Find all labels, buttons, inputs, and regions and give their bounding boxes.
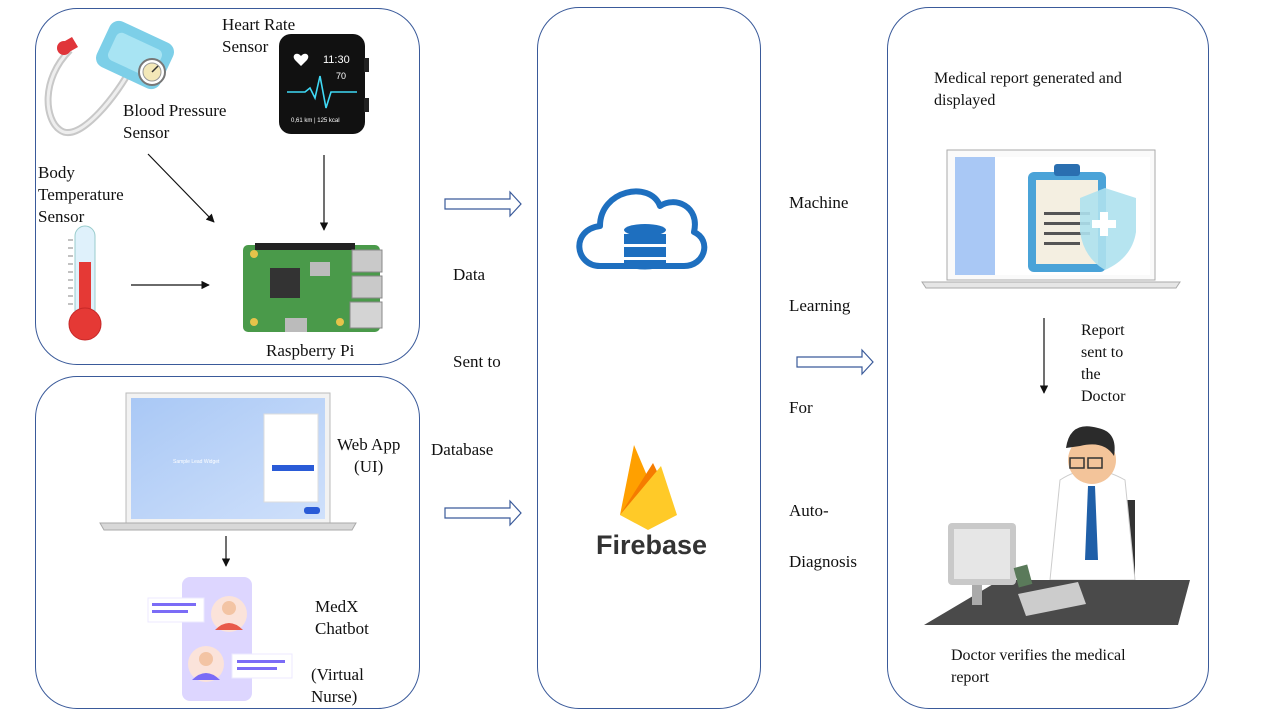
pi-to-database-arrow (444, 190, 522, 218)
chatbot-image (147, 577, 293, 701)
ml-flow-word-5: Diagnosis (789, 552, 857, 571)
firebase-label: Firebase (596, 530, 708, 560)
database-to-report-arrow (796, 348, 874, 376)
raspberry-pi-label: Raspberry Pi (266, 341, 355, 360)
chatbot-label: MedX Chatbot (315, 597, 369, 638)
report-sent-label: Report sent to the Doctor (1081, 322, 1126, 405)
watch-time: 11:30 (323, 54, 350, 66)
data-flow-word-3: Database (431, 440, 494, 459)
blood-pressure-sensor-image (44, 20, 174, 136)
ml-flow-word-2: Learning (789, 296, 851, 315)
thermometer-image (68, 225, 102, 341)
body-temperature-sensor-label: Body Temperature Sensor (38, 163, 124, 226)
watch-stats: 0,61 km | 125 kcal (291, 118, 340, 124)
virtual-nurse-label: (Virtual Nurse) (311, 665, 364, 706)
webapp-to-database-arrow (444, 499, 522, 527)
doctor-verifies-label: Doctor verifies the medical report (951, 647, 1126, 686)
ml-flow-word-3: For (789, 398, 813, 417)
heart-rate-sensor-image: 11:30 70 0,61 km | 125 kcal (279, 34, 369, 134)
webapp-screen-caption: Sample Lead Widget (173, 459, 220, 465)
database-panel (537, 7, 761, 709)
cloud-database-icon (576, 188, 708, 270)
data-flow-word-1: Data (453, 265, 486, 284)
webapp-laptop-image: Sample Lead Widget (99, 392, 357, 531)
firebase-icon (620, 445, 677, 530)
ml-flow-word-4: Auto- (789, 501, 829, 520)
doctor-image (924, 426, 1190, 625)
bp-to-pi-arrow (147, 153, 215, 223)
watch-bpm: 70 (336, 71, 346, 81)
blood-pressure-sensor-label: Blood Pressure Sensor (123, 101, 227, 142)
data-flow-word-2: Sent to (453, 352, 501, 371)
raspberry-pi-image (243, 243, 383, 332)
ml-flow-word-1: Machine (789, 193, 849, 212)
report-laptop-image (921, 149, 1181, 289)
heart-rate-sensor-label: Heart Rate Sensor (222, 15, 296, 56)
web-app-label: Web App (UI) (337, 435, 401, 476)
report-generated-label: Medical report generated and displayed (934, 70, 1122, 109)
